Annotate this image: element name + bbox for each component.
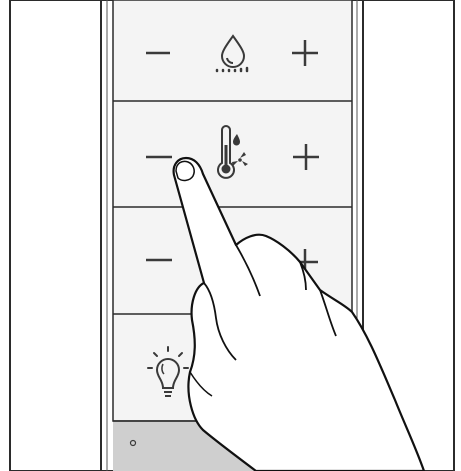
thermostat-panel-scene: ○ − + − + − + bbox=[0, 0, 461, 471]
panel-illustration bbox=[0, 0, 461, 471]
